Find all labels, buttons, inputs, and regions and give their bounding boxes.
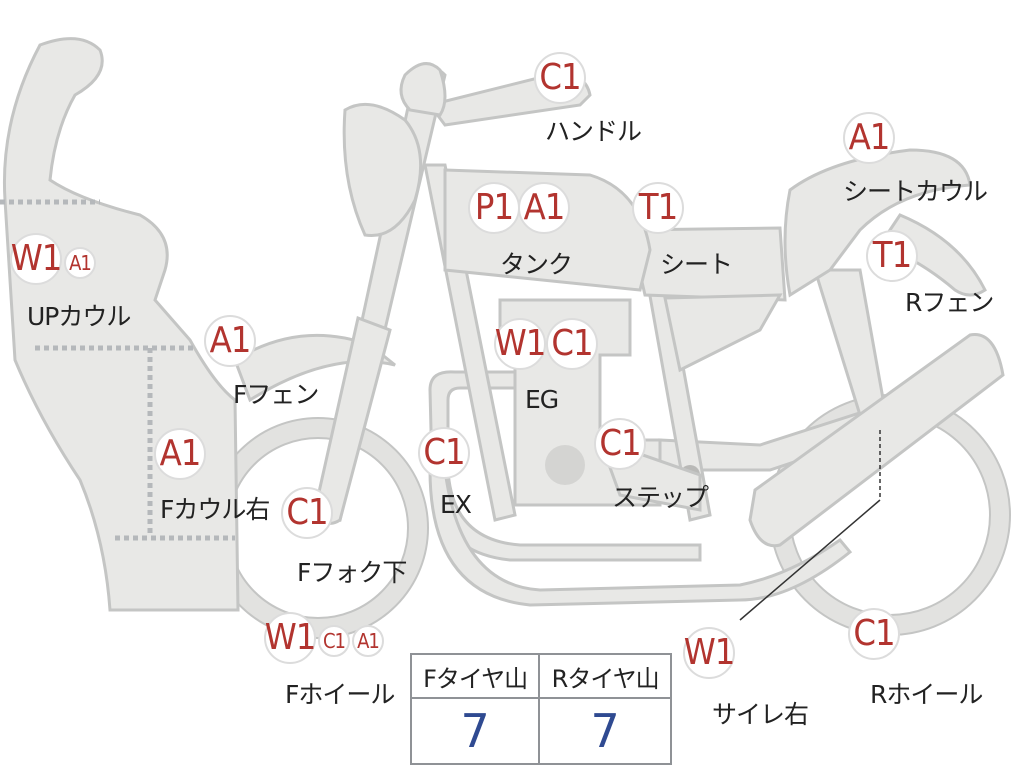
part-label-f-fender: Fフェン [233, 380, 319, 409]
part-code-badge: A1 [352, 625, 384, 657]
part-label-f-cowl-right: Fカウル右 [160, 495, 270, 524]
part-code-badge: A1 [64, 247, 96, 279]
part-code-badge: A1 [204, 315, 256, 367]
part-label-r-wheel: Rホイール [870, 680, 983, 709]
part-code-badge: C1 [594, 418, 646, 470]
part-code-badge: A1 [518, 182, 570, 234]
part-label-seat: シート [660, 250, 733, 279]
part-code-badge: W1 [494, 318, 546, 370]
part-label-step: ステップ [612, 483, 709, 512]
part-label-up-cowl: UPカウル [27, 302, 131, 331]
part-label-handle: ハンドル [545, 117, 642, 146]
part-label-f-wheel: Fホイール [285, 680, 395, 709]
part-code-badge: W1 [264, 612, 316, 664]
r-tire-value: 7 [538, 697, 672, 765]
side-cover-shape [663, 293, 783, 373]
part-label-tank: タンク [500, 250, 573, 279]
part-code-badge: A1 [843, 112, 895, 164]
part-code-badge: C1 [281, 487, 333, 539]
part-code-badge: T1 [866, 230, 918, 282]
part-label-eg: EG [525, 385, 559, 414]
rear-shock-shape [812, 268, 887, 417]
part-code-badge: W1 [683, 627, 735, 679]
part-label-f-fork-lower: Fフォク下 [297, 558, 407, 587]
part-label-r-fender: Rフェン [905, 288, 994, 317]
part-code-badge: P1 [468, 182, 520, 234]
part-code-badge: A1 [154, 428, 206, 480]
muffler-leader-line [739, 499, 881, 621]
part-code-badge: C1 [318, 625, 350, 657]
f-tire-value: 7 [409, 697, 541, 765]
tire-tread-table: Fタイヤ山 Rタイヤ山 7 7 [409, 653, 672, 765]
part-code-badge: W1 [10, 233, 62, 285]
f-tire-header: Fタイヤ山 [409, 653, 541, 699]
r-tire-header: Rタイヤ山 [538, 653, 672, 699]
muffler-shape [748, 333, 1005, 548]
part-code-badge: T1 [632, 182, 684, 234]
exhaust-pipe-lower [428, 468, 853, 607]
part-code-badge: C1 [534, 52, 586, 104]
part-code-badge: C1 [418, 427, 470, 479]
engine-cover-circle [545, 445, 585, 485]
part-label-seat-cowl: シートカウル [843, 177, 988, 206]
part-code-badge: C1 [546, 318, 598, 370]
part-code-badge: C1 [848, 608, 900, 660]
part-label-muffler-right: サイレ右 [712, 700, 809, 729]
headlight-shape [342, 102, 423, 238]
mirror-shape [399, 62, 447, 117]
part-label-ex: EX [440, 490, 472, 519]
